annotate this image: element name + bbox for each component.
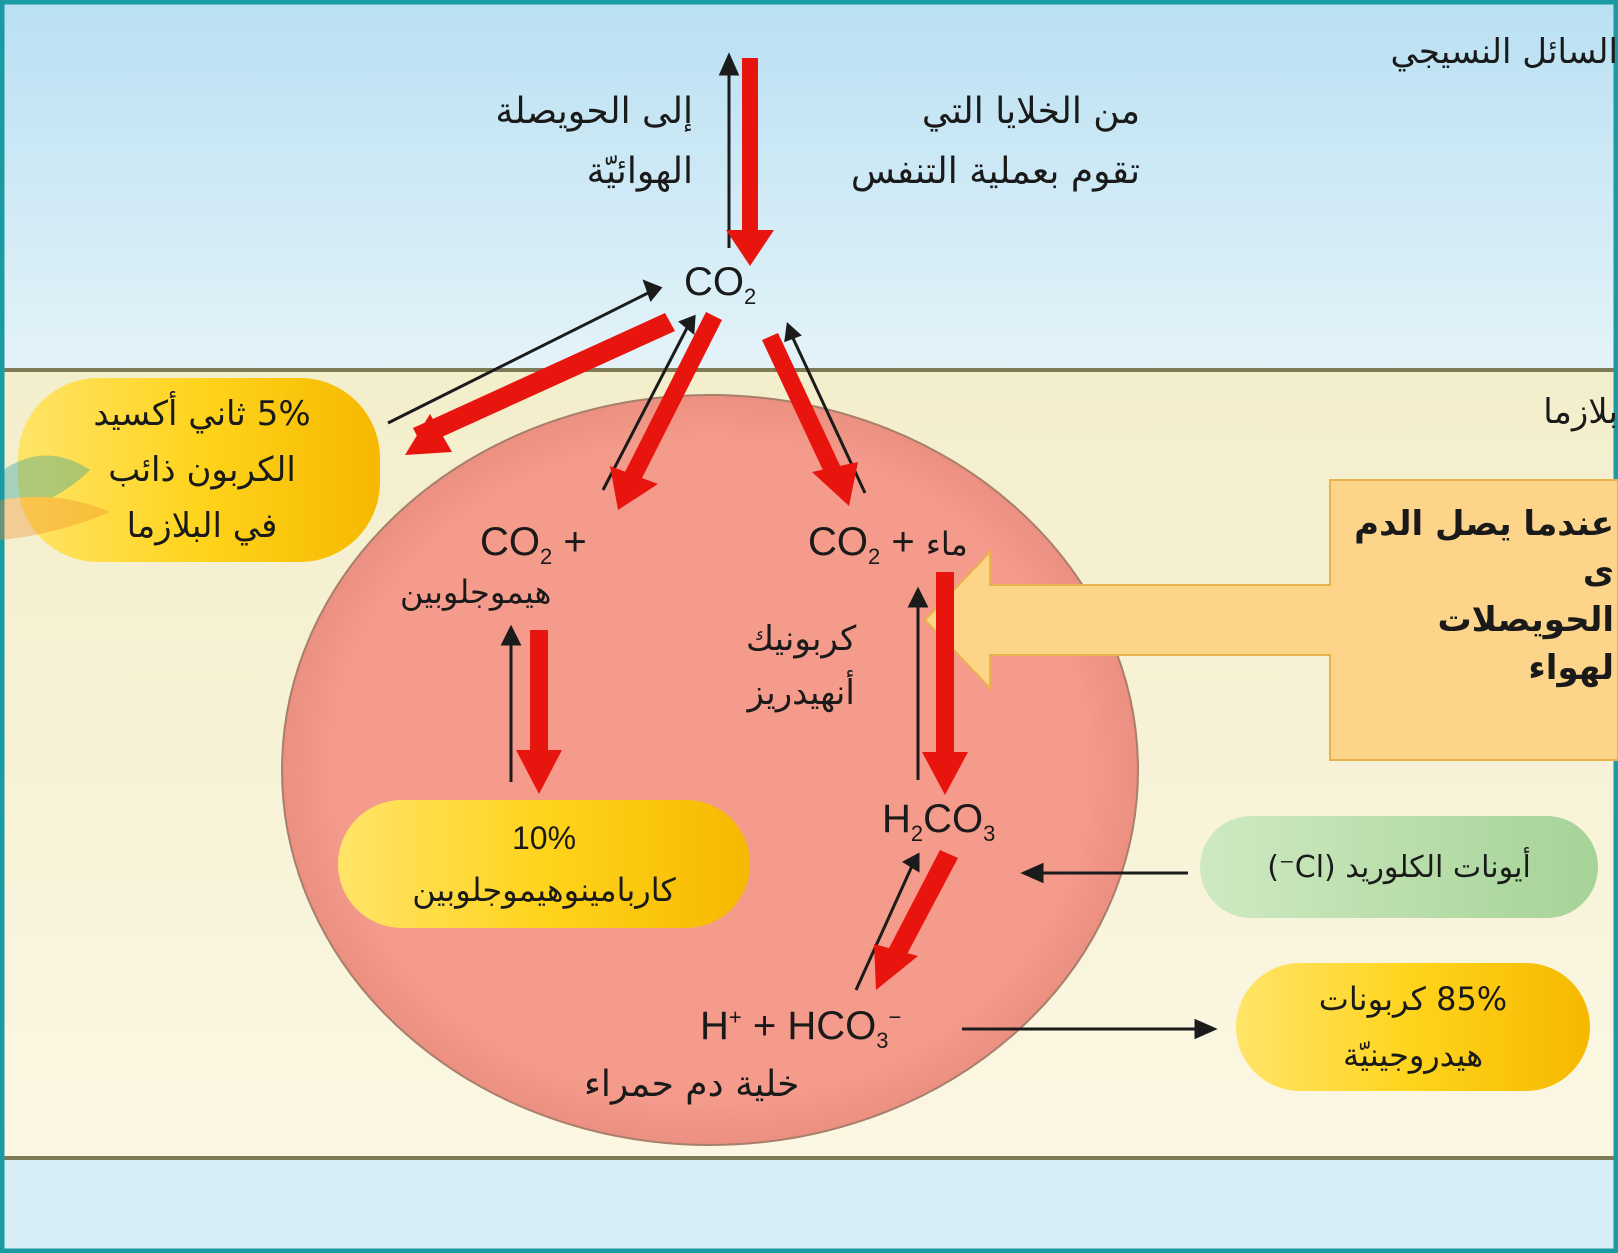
red-cell-label: خلية دم حمراء [584,1064,800,1105]
arrow-right-icon [1194,1018,1218,1040]
hemoglobin-label: هيموجلوبين [400,573,552,611]
arrow-down-icon [922,752,968,795]
callout-arrow [923,479,1618,761]
co2-hemoglobin-formula: CO2 + [480,520,587,569]
pill-bicarbonate: 85% كربونات هيدروجينيّة [1318,980,1508,1074]
h2co3-formula: H2CO3 [882,797,996,846]
from-cells-label: من الخلايا التي تقوم بعملية التنفس [850,91,1140,192]
pill-chloride: أيونات الكلوريد (Cl⁻) [1267,849,1531,885]
red-arrows [405,58,968,990]
arrow-down-icon [726,230,774,266]
lower-fluid-region [0,1158,1618,1253]
arrow-left-icon [1020,862,1044,884]
pill-carbamino-bg [338,800,750,928]
pill-bicarbonate-bg [1236,963,1590,1091]
co2-water-formula: CO2 + ماء [808,520,968,569]
pill-chloride-bg [1200,816,1598,918]
arrow-up-icon [907,586,929,608]
red-blood-cell [281,394,1139,1146]
tissue-fluid-region [0,0,1618,370]
to-alveolus-label: إلى الحويصلة الهوائيّة [495,91,693,192]
arrow-down-icon [516,750,562,794]
plasma-label: بلازما [1543,392,1618,432]
arrow-up-icon [718,52,740,76]
enzyme-label: كربونيك أنهيدريز [746,619,857,713]
watermark-logo-icon [0,455,110,540]
co2-top-label: CO2 [684,260,757,309]
pill-dissolved-bg [18,378,380,562]
callout-text: عندما يصل الدم ى الحويصلات لهواء [1354,504,1614,688]
black-arrows [387,52,1218,1040]
arrow-up-icon [500,624,522,646]
tissue-fluid-label: السائل النسيجي [1390,32,1618,72]
pill-dissolved: 5% ثاني أكسيد الكربون ذائب في البلازما [93,394,311,546]
pill-carbamino: 10% كاربامينوهيموجلوبين [412,820,676,909]
h-hco3-formula: H+ + HCO3− [700,1004,902,1053]
